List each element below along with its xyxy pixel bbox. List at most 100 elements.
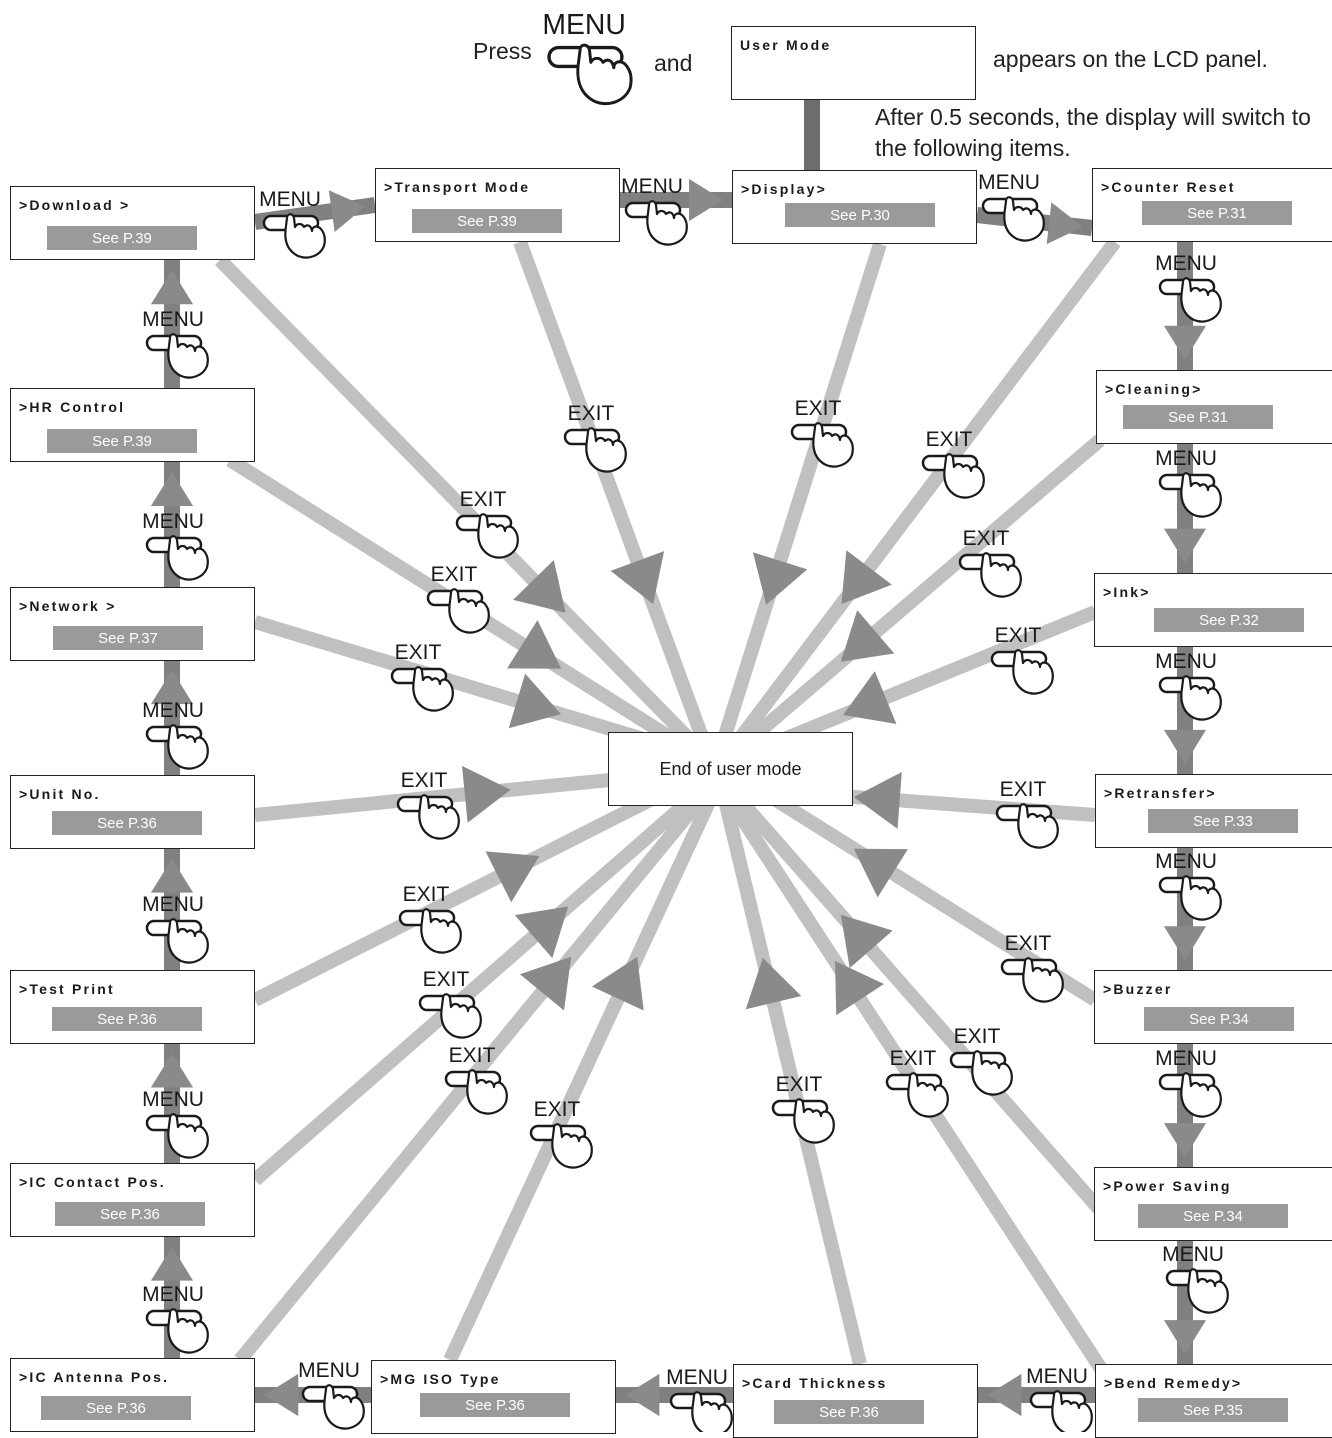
hand-icon xyxy=(1180,675,1222,721)
exit-button-icon: EXIT xyxy=(771,1073,835,1144)
menu-arrowhead xyxy=(1163,926,1207,961)
exit-spoke xyxy=(250,794,695,1186)
menu-label: MENU xyxy=(142,308,204,331)
exit-button-icon: EXIT xyxy=(949,1025,1013,1096)
menu-arrowhead xyxy=(987,1373,1022,1417)
exit-button-icon: EXIT xyxy=(418,968,482,1039)
hand-icon xyxy=(1012,649,1054,695)
item-see-page: See P.31 xyxy=(1123,405,1273,429)
hand-icon xyxy=(440,993,482,1039)
hand-icon xyxy=(477,513,519,559)
end-of-user-mode-label: End of user mode xyxy=(659,758,802,779)
hand-icon xyxy=(907,1072,949,1118)
menu-label: MENU xyxy=(621,175,683,198)
menu-arrowhead xyxy=(1163,325,1207,360)
menu-label: MENU xyxy=(142,510,204,533)
menu-arrowhead xyxy=(1163,528,1207,563)
item-see-page: See P.33 xyxy=(1148,809,1298,833)
after-label-line2: the following items. xyxy=(875,135,1071,161)
menu-label: MENU xyxy=(298,1359,360,1382)
menu-button-icon: MENU xyxy=(1026,1365,1093,1432)
hand-icon xyxy=(167,918,209,964)
menu-label: MENU xyxy=(142,893,204,916)
menu-button-icon: MENU xyxy=(298,1359,365,1430)
menu-button-icon: MENU xyxy=(1155,650,1222,721)
hand-icon xyxy=(1051,1390,1093,1432)
hand-icon xyxy=(793,1098,835,1144)
hand-icon xyxy=(971,1050,1013,1096)
exit-spoke xyxy=(252,615,683,757)
exit-arrowhead xyxy=(835,961,885,1016)
press-label: Press xyxy=(473,38,532,64)
exit-button-icon: EXIT xyxy=(529,1098,593,1169)
exit-button-icon: EXIT xyxy=(398,883,462,954)
exit-button-icon: EXIT xyxy=(958,527,1022,598)
hand-icon xyxy=(167,724,209,770)
hand-icon xyxy=(943,453,985,499)
exit-arrowhead xyxy=(485,851,540,903)
hand-icon xyxy=(323,1384,365,1430)
item-see-page: See P.34 xyxy=(1144,1007,1294,1031)
appears-label: appears on the LCD panel. xyxy=(993,46,1268,72)
exit-spoke xyxy=(729,237,1121,750)
item-title: >Bend Remedy> xyxy=(1104,1375,1243,1391)
exit-arrowhead xyxy=(507,620,562,669)
menu-button-icon: MENU xyxy=(1155,850,1222,921)
hand-icon xyxy=(167,1308,209,1354)
menu-label: MENU xyxy=(259,188,321,211)
item-see-page: See P.35 xyxy=(1138,1398,1288,1422)
item-title: >Transport Mode xyxy=(384,179,531,195)
item-ic-antenna-pos: >IC Antenna Pos. xyxy=(10,1358,255,1432)
exit-label: EXIT xyxy=(401,769,448,792)
menu-button-icon: MENU xyxy=(1155,1047,1222,1118)
hand-icon xyxy=(576,43,633,106)
exit-label: EXIT xyxy=(795,397,842,420)
exit-button-icon: EXIT xyxy=(444,1044,508,1115)
hand-icon xyxy=(420,908,462,954)
exit-arrowhead xyxy=(752,552,808,605)
exit-arrowhead xyxy=(591,956,644,1011)
exit-spoke xyxy=(734,795,1106,1215)
exit-label: EXIT xyxy=(460,488,507,511)
exit-label: EXIT xyxy=(963,527,1010,550)
exit-button-icon: EXIT xyxy=(790,397,854,468)
menu-arrowhead xyxy=(150,1246,194,1281)
exit-arrowhead xyxy=(840,914,893,969)
exit-button-icon: EXIT xyxy=(426,563,490,634)
menu-button-icon: MENU xyxy=(142,1283,209,1354)
exit-button-icon: EXIT xyxy=(990,624,1054,695)
item-title: >Cleaning> xyxy=(1105,381,1203,397)
menu-label: MENU xyxy=(142,1283,204,1306)
item-title: >Card Thickness xyxy=(742,1375,888,1391)
exit-spoke xyxy=(443,797,717,1363)
exit-label: EXIT xyxy=(926,428,973,451)
menu-arrowhead xyxy=(264,1373,299,1417)
lcd-text: User Mode xyxy=(740,37,832,53)
item-title: >IC Antenna Pos. xyxy=(19,1369,170,1385)
exit-arrowhead xyxy=(745,957,802,1010)
item-title: >Buzzer xyxy=(1103,981,1173,997)
menu-button-icon: MENU xyxy=(142,893,209,964)
item-title: >MG ISO Type xyxy=(380,1371,501,1387)
hand-icon xyxy=(412,666,454,712)
exit-label: EXIT xyxy=(776,1073,823,1096)
hand-icon xyxy=(1187,1268,1229,1314)
item-see-page: See P.36 xyxy=(420,1393,570,1417)
menu-arrowhead xyxy=(328,190,366,233)
menu-label: MENU xyxy=(1162,1243,1224,1266)
item-title: >Power Saving xyxy=(1103,1178,1232,1194)
menu-label: MENU xyxy=(666,1366,728,1389)
menu-button-icon: MENU xyxy=(142,308,209,379)
exit-arrowhead xyxy=(519,956,572,1011)
item-see-page: See P.30 xyxy=(785,203,935,227)
item-title: >Ink> xyxy=(1103,584,1151,600)
menu-button-icon: MENU xyxy=(142,510,209,581)
hand-icon xyxy=(418,794,460,840)
exit-spoke xyxy=(214,255,706,755)
hand-icon xyxy=(1180,1072,1222,1118)
exit-arrowhead xyxy=(462,765,511,823)
exit-arrowhead xyxy=(514,906,569,959)
menu-arrowhead xyxy=(150,858,194,893)
exit-button-icon: EXIT xyxy=(396,769,460,840)
menu-button-icon: MENU xyxy=(142,699,209,770)
